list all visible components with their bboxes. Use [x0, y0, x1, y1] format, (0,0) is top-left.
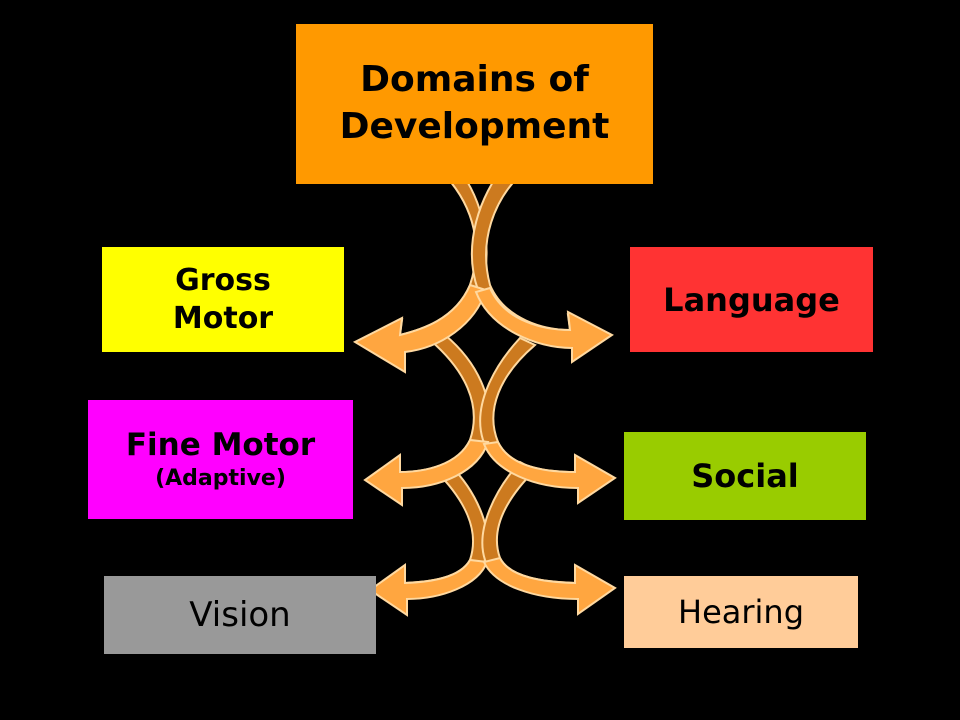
- arrow-head-social: [482, 440, 617, 505]
- domain-gross-motor: Gross Motor: [102, 247, 344, 352]
- title-box: Domains of Development: [296, 24, 653, 184]
- title-line-1: Domains of: [360, 59, 589, 101]
- arrow-head-language: [474, 286, 614, 364]
- domain-fine-motor: Fine Motor (Adaptive): [88, 400, 353, 519]
- vision-label: Vision: [189, 595, 291, 635]
- arrow-head-vision: [368, 558, 489, 617]
- title-line-2: Development: [339, 106, 610, 147]
- domain-language: Language: [630, 247, 873, 352]
- gross-motor-line-2: Motor: [172, 300, 274, 336]
- hearing-label: Hearing: [678, 593, 804, 631]
- arrow-head-fine-motor: [363, 438, 490, 507]
- arrow-head-gross-motor: [352, 283, 488, 374]
- fine-motor-label: Fine Motor: [125, 427, 316, 464]
- domain-social: Social: [624, 432, 866, 520]
- gross-motor-line-1: Gross: [175, 263, 271, 298]
- domain-vision: Vision: [104, 576, 376, 654]
- language-label: Language: [663, 280, 840, 319]
- arrow-head-hearing: [482, 556, 617, 616]
- domain-hearing: Hearing: [624, 576, 858, 648]
- social-label: Social: [691, 457, 799, 495]
- fine-motor-sublabel: (Adaptive): [155, 466, 286, 492]
